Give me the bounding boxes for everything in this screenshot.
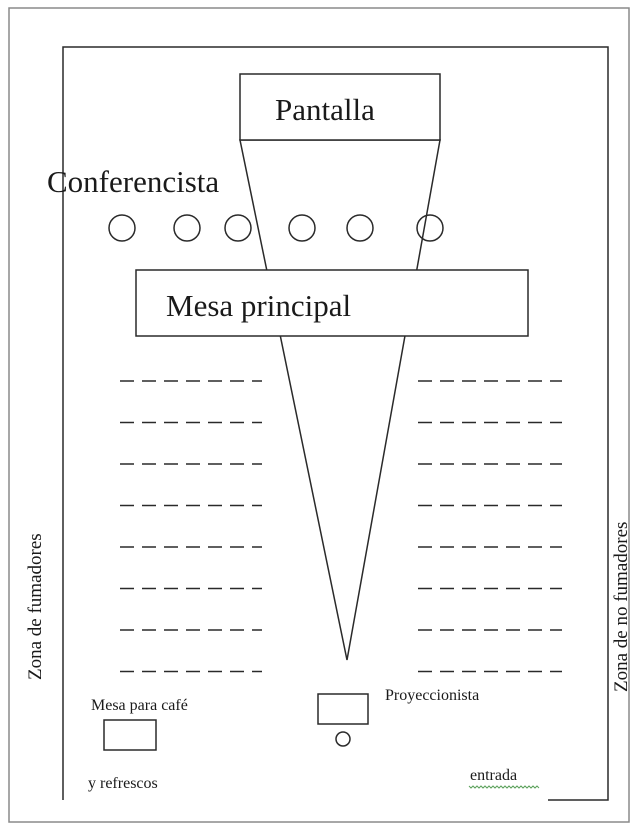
projection-cone [239,139,441,661]
projectionist-table-box [317,693,369,725]
speaker-chair [224,214,252,242]
spellcheck-squiggle [468,785,540,789]
head-table-label: Mesa principal [166,288,352,323]
coffee-table-label: Mesa para café [91,697,188,714]
speaker-chair [108,214,136,242]
screen-box [239,73,441,141]
speaker-chairs [108,214,444,242]
entrance-label: entrada [470,767,518,784]
speaker-chair [173,214,201,242]
head-table-box [135,269,529,337]
projectionist-label: Proyeccionista [385,687,480,704]
speaker-chair [288,214,316,242]
refreshments-label: y refrescos [88,775,158,792]
audience-seating-rows [120,380,562,673]
screen-label: Pantalla [275,92,375,127]
speaker-chair [416,214,444,242]
projectionist-stool [335,731,351,747]
smoking-zone-label: Zona de fumadores [25,533,46,680]
speaker-chair [346,214,374,242]
non-smoking-zone-label: Zona de no fumadores [611,521,632,692]
speaker-label: Conferencista [47,164,220,199]
room-wall [62,46,609,801]
coffee-table-box [103,719,157,751]
outer-border [8,7,630,823]
